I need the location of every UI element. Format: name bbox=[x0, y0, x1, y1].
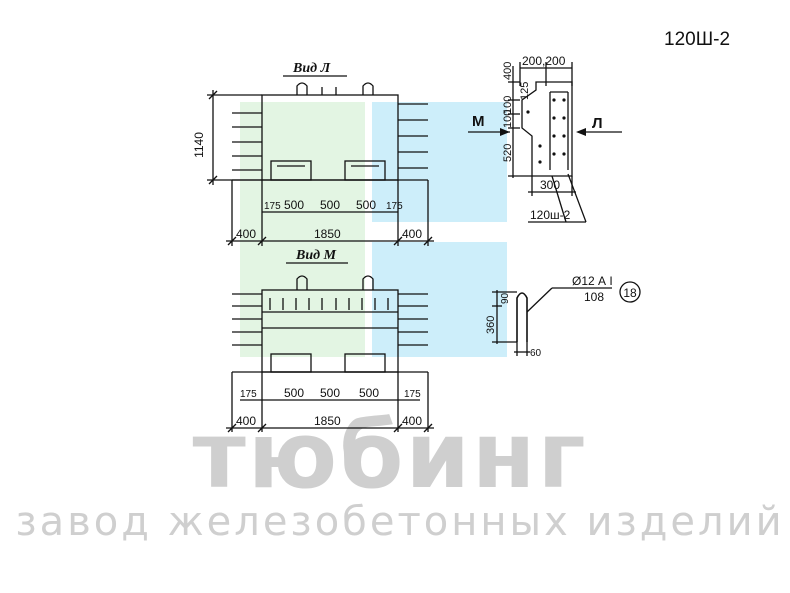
view-l-dim-1: 175 bbox=[264, 201, 281, 212]
view-l-dim-4: 500 bbox=[356, 198, 376, 212]
view-l-rebar-left bbox=[232, 112, 262, 171]
rebar-dim-60: 60 bbox=[530, 348, 542, 359]
view-m-dim-3: 500 bbox=[320, 386, 340, 400]
section-dim-400: 400 bbox=[502, 62, 514, 80]
rebar-dim-360: 360 bbox=[485, 316, 497, 334]
view-m-dim-2: 500 bbox=[284, 386, 304, 400]
rebar-spec: Ø12 А I bbox=[572, 274, 613, 288]
view-l-dim-3: 500 bbox=[320, 198, 340, 212]
view-m-title: Вид М bbox=[295, 248, 337, 263]
view-l-openings bbox=[270, 160, 386, 181]
section-body bbox=[521, 81, 573, 177]
view-m-rebar-right bbox=[398, 293, 428, 346]
section-label-l: Л bbox=[592, 115, 603, 132]
view-l-title: Вид Л bbox=[292, 61, 331, 76]
rebar-length: 108 bbox=[584, 290, 604, 304]
section-top-dims: 200,200 bbox=[522, 54, 566, 68]
section-callout: 120ш-2 bbox=[530, 208, 571, 222]
section-label-m: М bbox=[472, 113, 485, 130]
view-m-lifting-loops bbox=[296, 275, 374, 290]
view-m: Вид М bbox=[226, 248, 434, 433]
view-m-dim-4: 500 bbox=[359, 386, 379, 400]
section-dim-100a: 100 bbox=[502, 96, 514, 114]
view-l-rebar-right bbox=[398, 103, 428, 169]
view-m-dim-5: 175 bbox=[404, 389, 421, 400]
view-m-side-left: 400 bbox=[236, 414, 256, 428]
watermark-logo bbox=[240, 102, 507, 357]
view-m-total: 1850 bbox=[314, 414, 341, 428]
section-dim-520: 520 bbox=[502, 144, 514, 162]
watermark-logo-green-bar bbox=[240, 102, 365, 357]
view-m-side-right: 400 bbox=[402, 414, 422, 428]
section-bottom-dim: 300 bbox=[540, 178, 560, 192]
view-l-lifting-loops bbox=[296, 82, 374, 95]
product-code: 120Ш-2 bbox=[664, 29, 731, 50]
rebar-mark-circle bbox=[619, 281, 641, 303]
rebar-detail: Ø12 А I 108 18 360 90 60 bbox=[485, 274, 641, 359]
watermark-logo-blue-bottom bbox=[372, 242, 507, 357]
view-m-rebar-left bbox=[232, 293, 262, 346]
view-m-dim-1: 175 bbox=[240, 389, 257, 400]
watermark-brand: тюбинг bbox=[192, 402, 588, 509]
view-l-side-left: 400 bbox=[236, 227, 256, 241]
view-l-dim-5: 175 bbox=[386, 201, 403, 212]
rebar-hook bbox=[516, 292, 528, 342]
watermark-logo-blue-top bbox=[372, 102, 507, 222]
view-m-openings bbox=[270, 353, 386, 373]
rebar-dim-90: 90 bbox=[500, 292, 511, 304]
rebar-mark: 18 bbox=[623, 286, 637, 300]
view-m-stirrups bbox=[269, 298, 389, 310]
watermark-subtitle: завод железобетонных изделий bbox=[15, 499, 785, 545]
view-l-side-right: 400 bbox=[402, 227, 422, 241]
view-l-total: 1850 bbox=[314, 227, 341, 241]
view-l-height-dim: 1140 bbox=[192, 132, 206, 158]
section-dim-125: 125 bbox=[519, 82, 531, 100]
view-l: Вид Л bbox=[192, 61, 434, 246]
cross-section: 200,200 400 125 100 bbox=[468, 54, 622, 223]
section-dim-100b: 100 bbox=[502, 110, 514, 128]
view-l-block bbox=[261, 94, 399, 181]
view-l-dim-2: 500 bbox=[284, 198, 304, 212]
section-rebar-dots bbox=[526, 98, 566, 164]
